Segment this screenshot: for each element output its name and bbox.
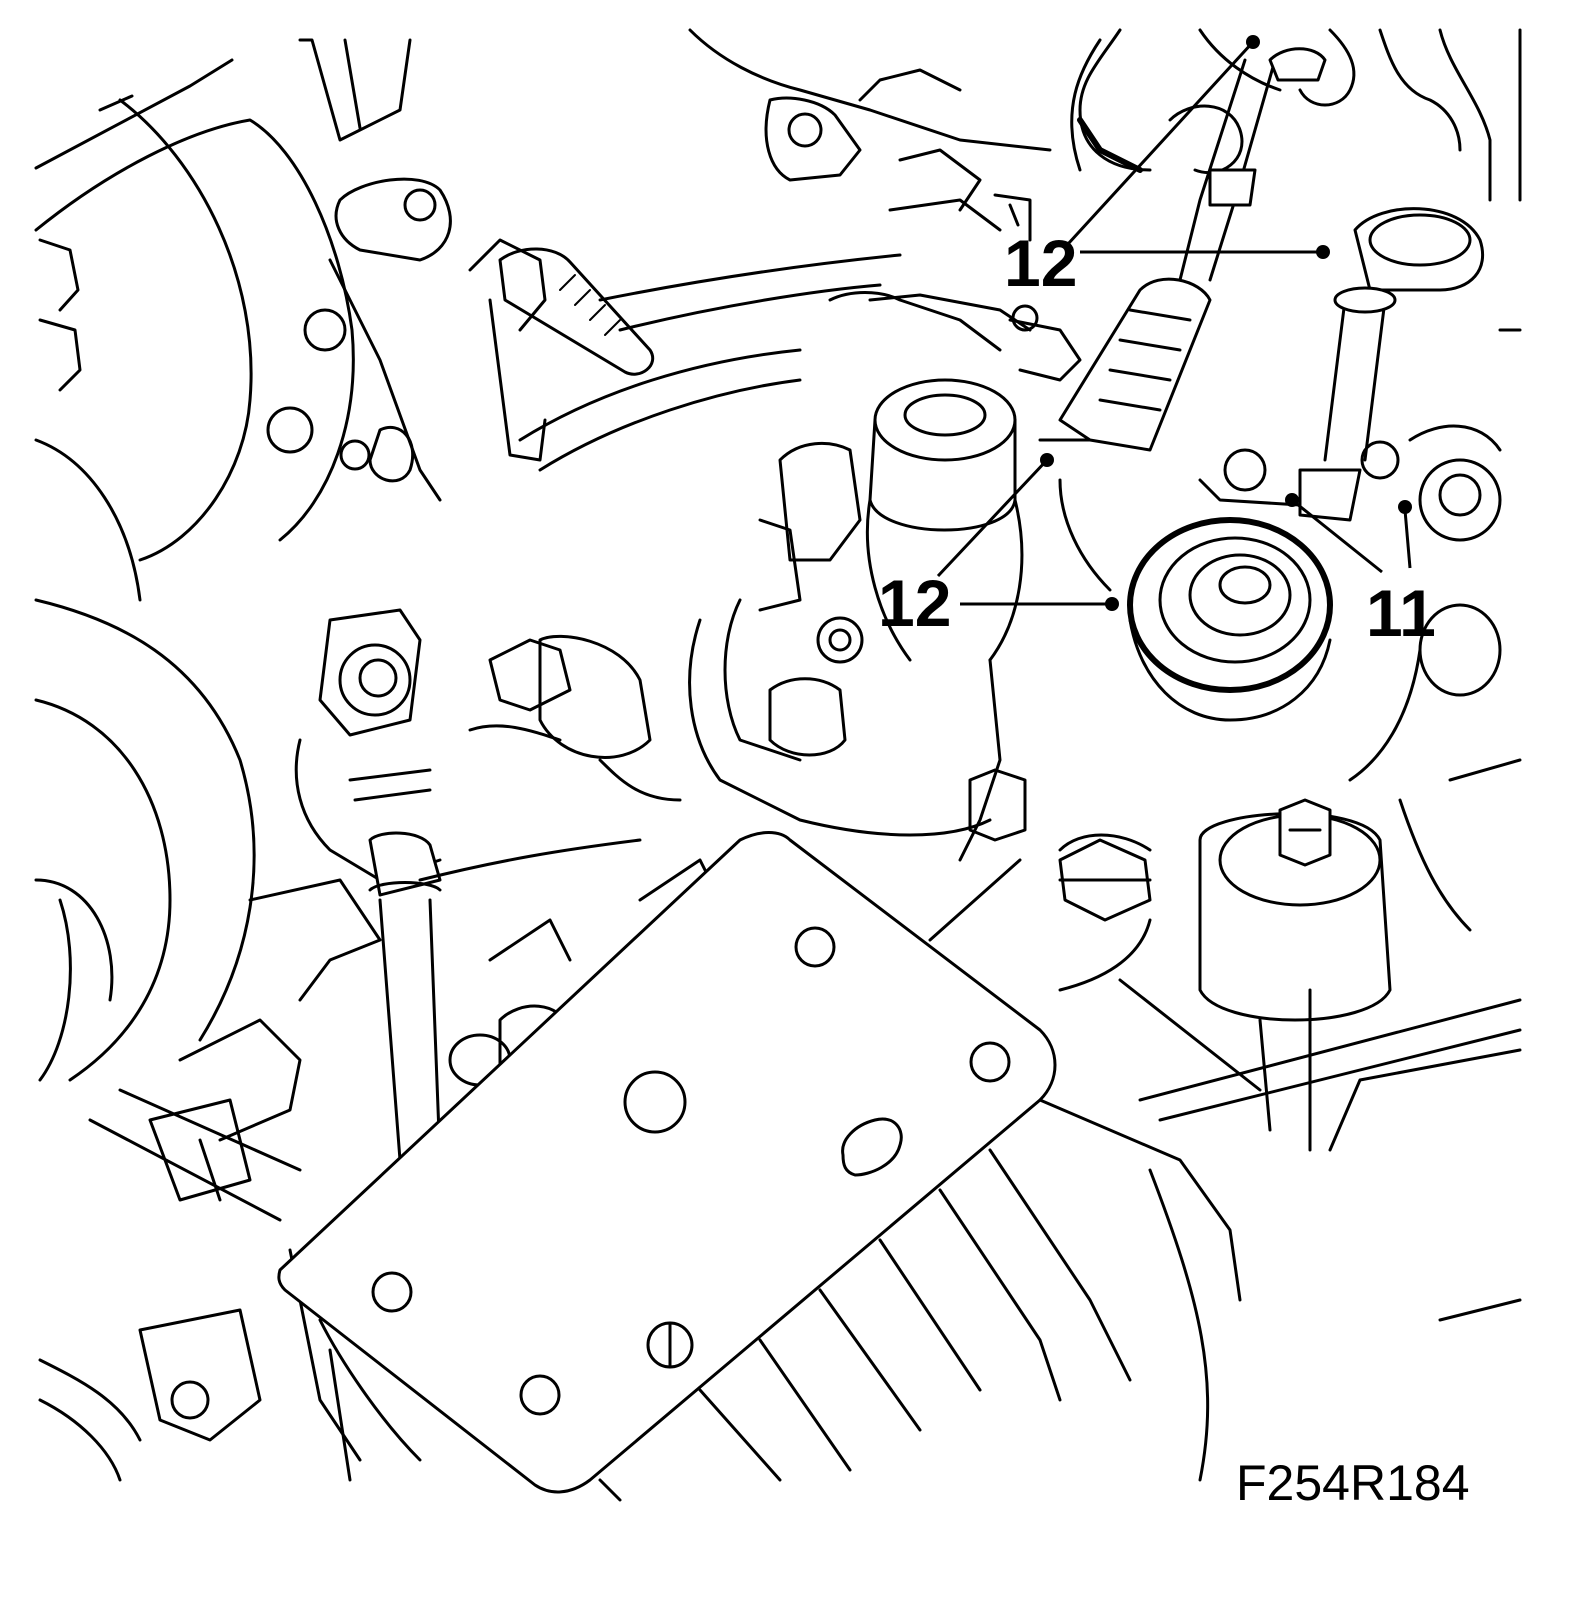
upper-casting [688,28,1052,242]
top-left-bracket [298,38,547,502]
connector-plug [1008,277,1212,452]
callout-12-middle: 12 [878,453,1119,640]
right-linkage [1198,207,1522,782]
callout-label-12-middle: 12 [878,566,951,640]
left-pulley [34,58,355,1082]
lower-right-bolts [928,758,1522,1322]
callout-11: 11 [1285,493,1436,650]
pressure-sensor [1127,517,1333,722]
callout-label-12-upper: 12 [1004,226,1077,300]
callout-label-11: 11 [1366,576,1436,650]
lower-housing [318,1098,1242,1502]
top-right-hoses [1070,28,1522,282]
figure-id: F254R184 [1236,1455,1470,1511]
center-pipe-fitting [468,634,682,802]
callout-12-upper: 12 [1004,35,1330,300]
injector [294,608,642,1162]
fuel-pipe [488,247,902,472]
